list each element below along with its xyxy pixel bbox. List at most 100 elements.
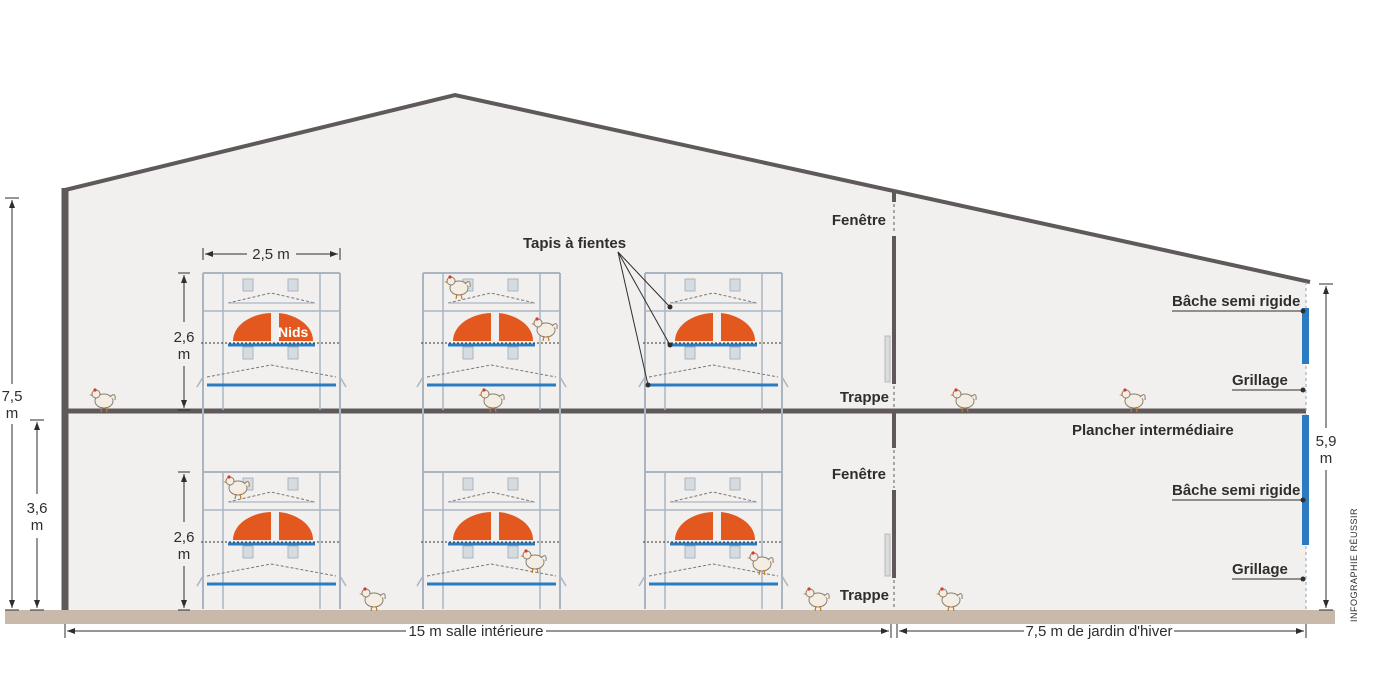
hen-leg [819,605,822,612]
hen-leg [966,406,969,413]
drinker [507,545,519,559]
dim-aviary-height-upper-num: 2,6 [174,329,195,346]
perch-right [559,575,567,587]
hen-beak [444,281,447,283]
perch-right [781,575,789,587]
perch-left [416,575,424,587]
hen-comb [363,587,367,591]
nest-right [721,313,756,341]
hen-beak [803,593,806,595]
hen-leg [489,406,492,413]
hen-leg [542,335,545,342]
dim-lower-height-num: 3,6 [27,500,48,517]
hen-comb [93,388,97,392]
drinker [729,545,741,559]
hen-beak [89,394,92,396]
hen-icon [444,275,471,300]
dim-aviary-height-upper-unit: m [178,346,191,363]
feeder [242,278,254,292]
nest-right [279,313,314,341]
nest-left [232,512,271,540]
nest-left [452,512,491,540]
hen-icon [359,587,386,612]
dot-grillage-bottom [1300,576,1306,582]
hen-leg [370,605,373,612]
leader-lines [617,251,1303,580]
feeder [507,278,519,292]
hen-body [483,393,503,409]
hen-body [536,322,556,338]
hen-leg [234,493,237,500]
trap-door-lower [884,533,891,577]
hen-icon [478,388,505,413]
hen-body [752,556,772,572]
tarp-lower [1302,415,1309,545]
hen-tail [1139,394,1146,401]
label-fenetre-upper: Fenêtre [832,212,886,229]
hen-beak [531,323,534,325]
hen-comb [954,388,958,392]
hen-leg [460,293,463,300]
hen-comb [807,587,811,591]
dimension-lines [5,197,1333,638]
hen-icon [223,475,250,500]
drinker [242,346,254,360]
hen-group [89,275,1146,612]
hen-body [449,280,469,296]
hen-body [808,592,828,608]
hen-beak [223,481,226,483]
dimension-arrowheads [9,200,1329,634]
hen-leg [531,567,534,574]
hen-comb [940,587,944,591]
nest-right [499,313,534,341]
hen-tail [970,394,977,401]
hen-comb [751,551,755,555]
dot-tapis-2 [667,342,673,348]
hen-leg [100,406,103,413]
dim-garden-length: 7,5 m de jardin d'hiver [1025,623,1172,640]
dot-bache-bottom [1300,497,1306,503]
drinker [462,346,474,360]
hen-leg [763,569,766,576]
hen-leg [536,567,539,574]
feeder [684,477,696,491]
perch-left [196,376,204,388]
hen-icon [950,388,977,413]
manure-slope-low [426,364,557,378]
hen-beak [936,593,939,595]
hen-body [364,592,384,608]
nest-left [232,313,271,341]
aviary-3-upper [638,272,789,410]
hen-body [94,393,114,409]
feeder [287,477,299,491]
nest-right [721,512,756,540]
partition-wall [884,190,896,608]
hen-comb [535,317,539,321]
drinker [242,545,254,559]
label-grillage-lower: Grillage [1232,561,1288,578]
ground [5,610,1335,624]
feeder [462,477,474,491]
feeder [729,477,741,491]
hen-tail [379,593,386,600]
hen-leg [494,406,497,413]
manure-slope-low [648,563,779,577]
hen-leg [547,335,550,342]
perch-left [416,376,424,388]
hen-beak [1119,394,1122,396]
hen-icon [803,587,830,612]
hen-tail [551,323,558,330]
drinker [507,346,519,360]
aviary-3-lower [638,471,789,609]
hen-body [1124,393,1144,409]
aviary-1-lower [196,471,347,609]
hen-tail [243,481,250,488]
credit-infographie: INFOGRAPHIE RÉUSSIR [1349,508,1359,622]
hen-beak [478,394,481,396]
nest-left [452,313,491,341]
labels: Fenêtre Trappe Fenêtre Trappe Tapis à fi… [2,212,1359,640]
dim-total-height-unit: m [6,405,19,422]
hen-leg [814,605,817,612]
dim-aviary-width: 2,5 m [252,246,290,263]
perch-right [781,376,789,388]
